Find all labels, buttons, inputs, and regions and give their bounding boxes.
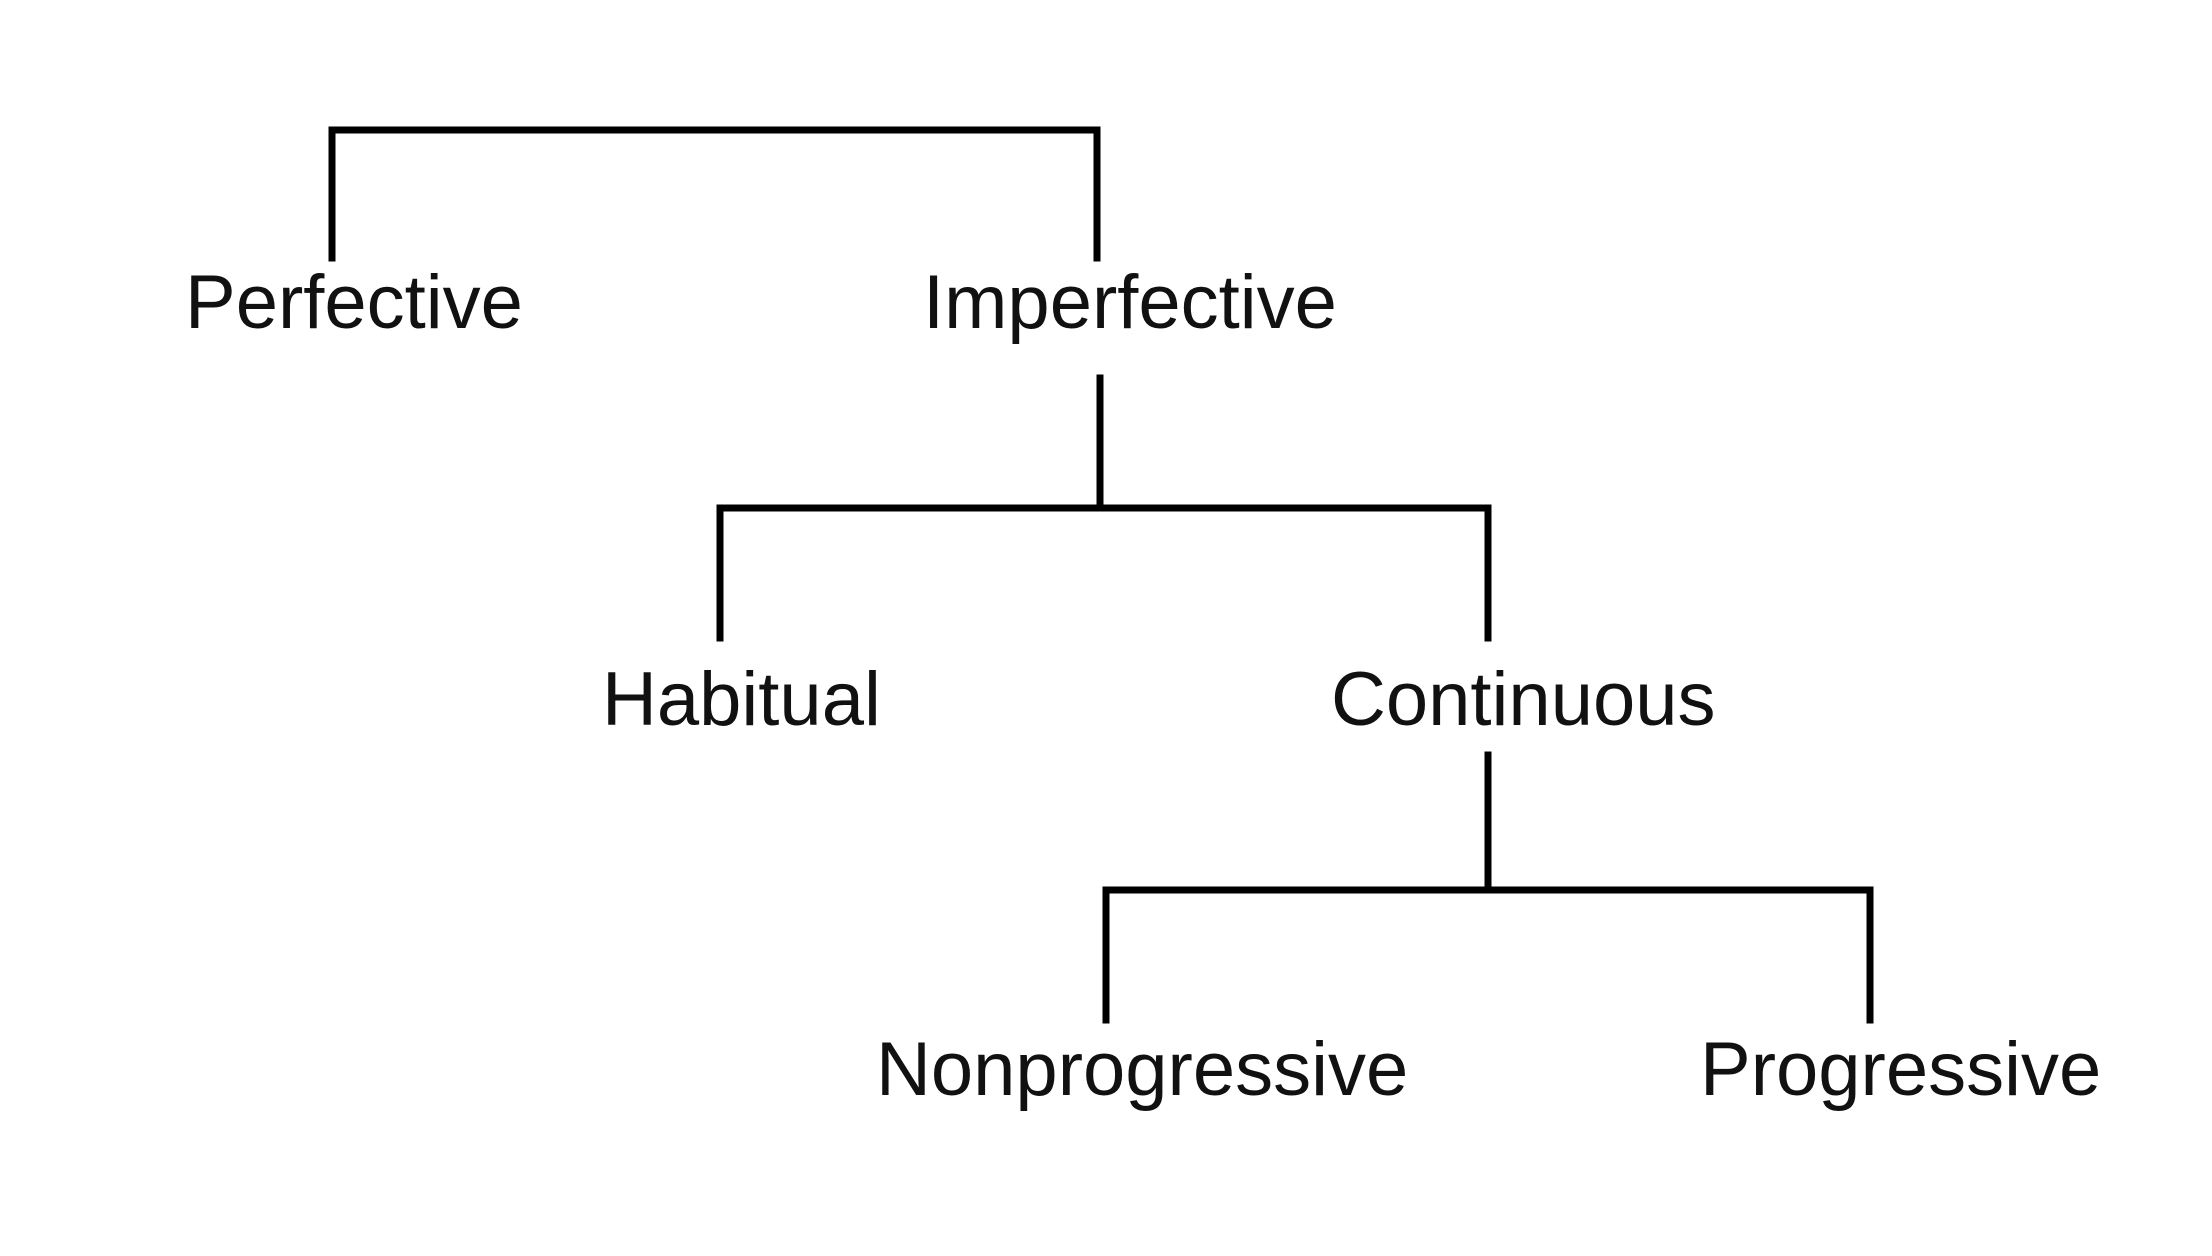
continuous-bracket [1102, 751, 1874, 1024]
node-nonprogressive: Nonprogressive [876, 1027, 1408, 1112]
node-continuous: Continuous [1331, 657, 1716, 742]
node-progressive: Progressive [1700, 1027, 2101, 1112]
node-perfective: Perfective [185, 260, 523, 345]
imperfective-bracket [716, 374, 1492, 642]
root-bracket [328, 126, 1101, 262]
node-habitual: Habitual [602, 657, 881, 742]
node-imperfective: Imperfective [923, 260, 1337, 345]
